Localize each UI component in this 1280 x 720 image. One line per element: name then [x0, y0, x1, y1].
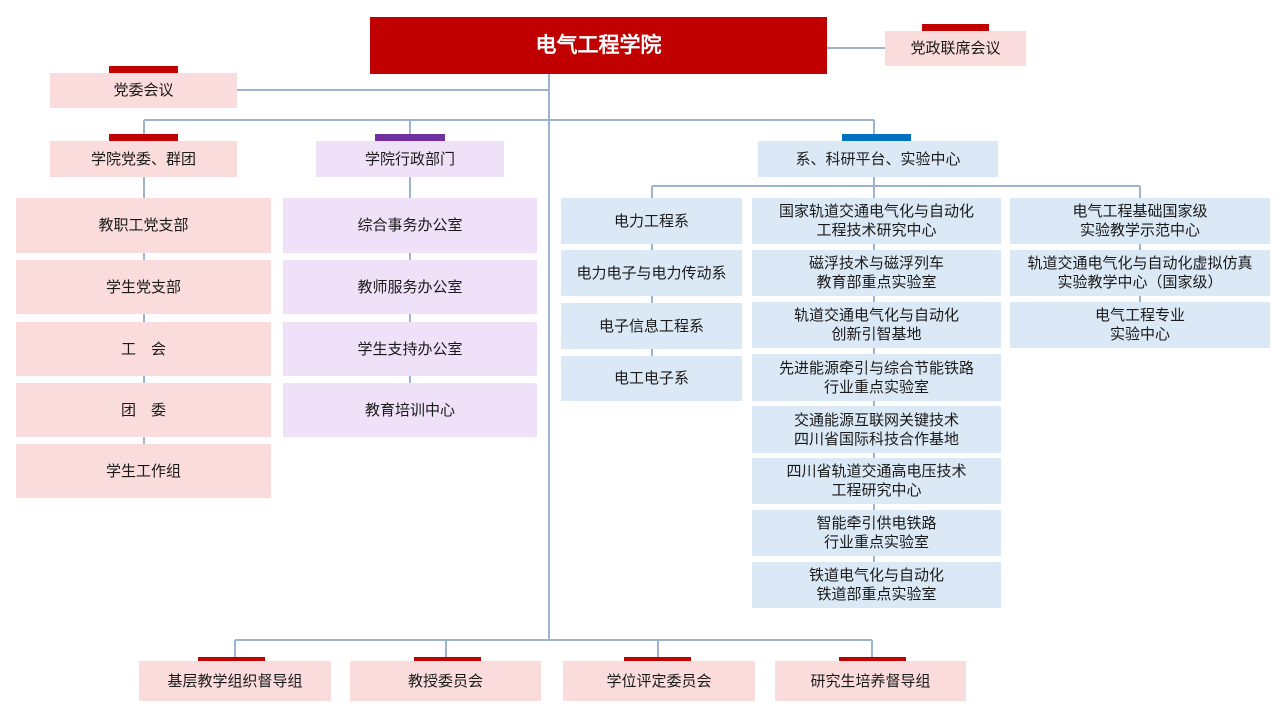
research-branch-node: 系、科研平台、实验中心 [758, 141, 998, 177]
department-item-3: 电子信息工程系 [561, 303, 742, 349]
research-branch-marker [842, 134, 911, 141]
committee-1-marker [198, 657, 265, 664]
committee-4-marker [839, 657, 906, 664]
committee-item-2: 教授委员会 [350, 661, 541, 701]
committee-item-4: 研究生培养督导组 [775, 661, 966, 701]
committee-3-marker [624, 657, 691, 664]
admin-item-1: 综合事务办公室 [283, 198, 537, 253]
platform-item-3: 轨道交通电气化与自动化 创新引智基地 [752, 302, 1001, 348]
committee-item-1: 基层教学组织督导组 [139, 661, 331, 701]
party-branch-marker [109, 134, 178, 141]
party-item-2: 学生党支部 [16, 260, 271, 314]
platform-item-7: 智能牵引供电铁路 行业重点实验室 [752, 510, 1001, 556]
admin-branch-node: 学院行政部门 [316, 141, 504, 177]
platform-item-2: 磁浮技术与磁浮列车 教育部重点实验室 [752, 250, 1001, 296]
admin-branch-marker [375, 134, 445, 141]
party-meeting-marker [109, 66, 178, 73]
joint-meeting-marker [922, 24, 989, 31]
platform-item-5: 交通能源互联网关键技术 四川省国际科技合作基地 [752, 406, 1001, 453]
platform-item-8: 铁道电气化与自动化 铁道部重点实验室 [752, 562, 1001, 608]
party-item-3: 工 会 [16, 322, 271, 376]
party-item-4: 团 委 [16, 383, 271, 437]
lab-item-2: 轨道交通电气化与自动化虚拟仿真 实验教学中心（国家级） [1010, 250, 1270, 296]
party-item-5: 学生工作组 [16, 444, 271, 498]
admin-item-4: 教育培训中心 [283, 383, 537, 437]
admin-item-2: 教师服务办公室 [283, 260, 537, 314]
lab-item-3: 电气工程专业 实验中心 [1010, 302, 1270, 348]
platform-item-4: 先进能源牵引与综合节能铁路 行业重点实验室 [752, 354, 1001, 401]
lab-item-1: 电气工程基础国家级 实验教学示范中心 [1010, 198, 1270, 244]
department-item-2: 电力电子与电力传动系 [561, 250, 742, 296]
department-item-1: 电力工程系 [561, 198, 742, 244]
admin-item-3: 学生支持办公室 [283, 322, 537, 376]
party-meeting-node: 党委会议 [50, 73, 237, 108]
department-item-4: 电工电子系 [561, 356, 742, 401]
party-item-1: 教职工党支部 [16, 198, 271, 253]
root-node-title: 电气工程学院 [370, 17, 827, 74]
committee-item-3: 学位评定委员会 [563, 661, 755, 701]
party-branch-node: 学院党委、群团 [50, 141, 237, 177]
platform-item-6: 四川省轨道交通高电压技术 工程研究中心 [752, 458, 1001, 504]
joint-meeting-node: 党政联席会议 [885, 31, 1026, 66]
committee-2-marker [414, 657, 481, 664]
platform-item-1: 国家轨道交通电气化与自动化 工程技术研究中心 [752, 198, 1001, 244]
